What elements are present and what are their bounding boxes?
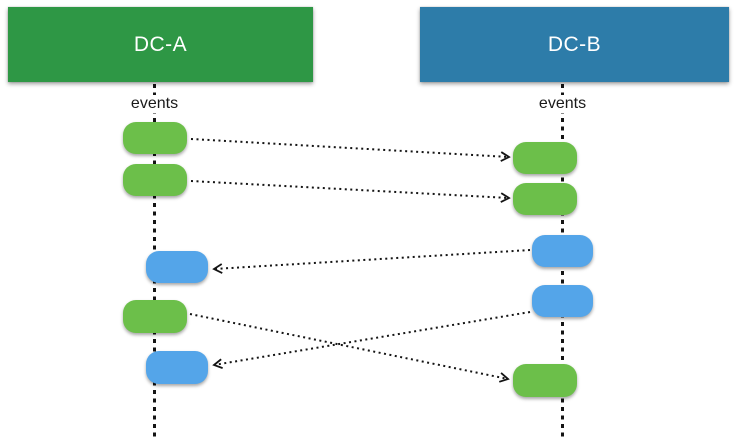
green-event-box-b1	[513, 142, 577, 174]
green-event-box-b2	[513, 183, 577, 215]
green-event-box-b5	[513, 364, 577, 397]
replication-arrow-a1-to-b1	[190, 138, 511, 162]
dc-a-title: DC-A	[133, 32, 188, 56]
dc-b-title: DC-B	[547, 32, 602, 56]
green-event-box-a4	[123, 300, 187, 333]
replication-arrow-a2-to-b2	[190, 180, 511, 203]
dc-a-events-label: events	[127, 95, 182, 113]
green-event-box-a2	[123, 164, 187, 196]
blue-event-box-b4	[532, 285, 593, 317]
dc-a-header: DC-A	[8, 7, 313, 82]
dc-b-header: DC-B	[420, 7, 729, 82]
blue-event-box-b3	[532, 235, 593, 267]
dc-b-events-label: events	[535, 95, 590, 113]
blue-event-box-a5	[146, 351, 208, 384]
replication-arrow-b4-to-a5	[212, 311, 531, 369]
blue-event-box-a3	[146, 251, 208, 283]
replication-arrow-b3-to-a3	[212, 249, 531, 274]
replication-arrow-a4-to-b5	[189, 313, 510, 383]
green-event-box-a1	[123, 122, 187, 154]
